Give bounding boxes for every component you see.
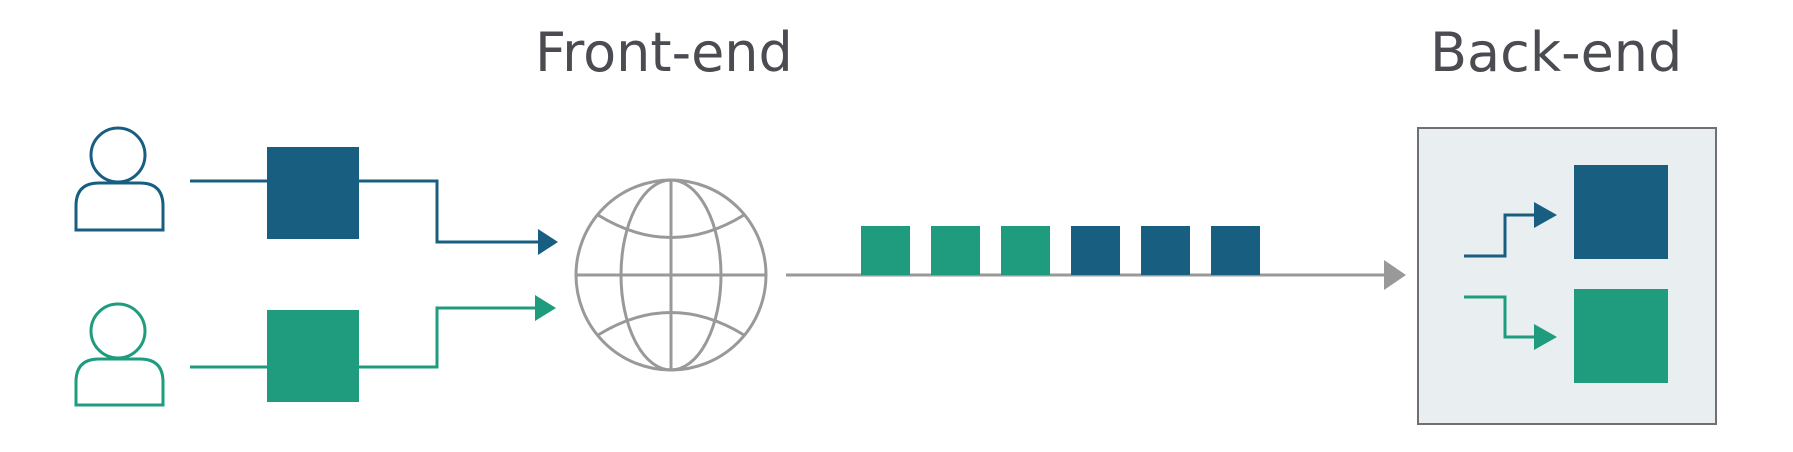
service-block-teal xyxy=(1574,289,1668,383)
queue-message-teal xyxy=(1001,226,1050,275)
service-block-navy xyxy=(1574,165,1668,259)
queue-message-teal xyxy=(931,226,980,275)
request-block-teal xyxy=(267,310,359,402)
arrow-icon xyxy=(1384,260,1406,290)
arrow-icon xyxy=(538,229,558,255)
user-icon-teal xyxy=(74,302,165,407)
arrow-icon xyxy=(1534,202,1557,228)
back-end-title: Back-end xyxy=(1430,21,1683,84)
arrow-icon xyxy=(535,295,556,321)
arrow-icon xyxy=(1534,324,1557,350)
queue-message-navy xyxy=(1071,226,1120,275)
back-end-box xyxy=(1417,127,1717,425)
request-block-navy xyxy=(267,147,359,239)
request-flow-teal xyxy=(190,295,556,402)
queue-message-teal xyxy=(861,226,910,275)
message-queue xyxy=(861,226,1260,275)
request-flow-navy xyxy=(190,147,558,255)
user-icon-navy xyxy=(74,126,165,232)
globe-icon xyxy=(574,178,768,372)
queue-message-navy xyxy=(1141,226,1190,275)
front-end-title: Front-end xyxy=(535,21,793,84)
queue-message-navy xyxy=(1211,226,1260,275)
